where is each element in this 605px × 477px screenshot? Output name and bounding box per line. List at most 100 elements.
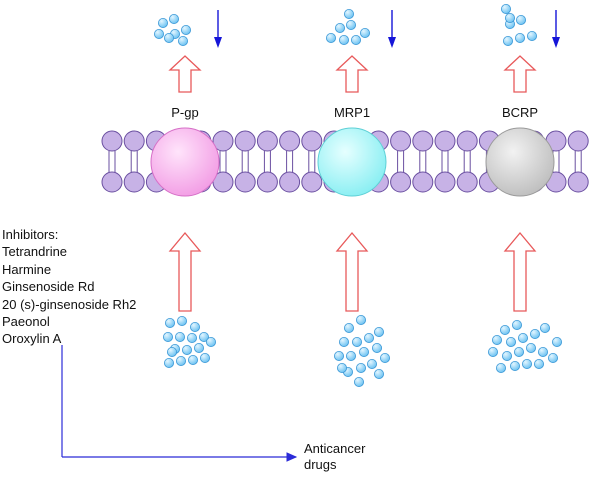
label-mrp1: MRP1 [333, 105, 371, 120]
drug-molecule [338, 336, 349, 347]
drug-molecule [153, 28, 164, 39]
inhibitor-item: Oroxylin A [2, 331, 62, 347]
drug-molecule [193, 342, 204, 353]
drug-molecule [366, 358, 377, 369]
drug-molecule [487, 346, 498, 357]
lipid-head [456, 171, 478, 193]
drug-molecule [333, 350, 344, 361]
drug-molecule [343, 322, 354, 333]
drug-molecule [502, 36, 513, 47]
drug-molecule [504, 12, 515, 23]
drug-molecule [495, 362, 506, 373]
efflux-arrows [168, 10, 560, 312]
drug-molecule [166, 346, 177, 357]
drug-molecule [168, 13, 179, 24]
lipid-head [279, 130, 301, 152]
down-arrow-head [214, 37, 222, 48]
drug-molecule [538, 346, 549, 357]
lipid-head [279, 171, 301, 193]
down-arrow-head [552, 37, 560, 48]
lipid-head [567, 171, 589, 193]
inhibitor-item: Harmine [2, 261, 52, 277]
drug-molecule [162, 331, 173, 342]
drug-molecule [500, 4, 511, 14]
drug-molecule [501, 350, 512, 361]
drug-molecule [189, 321, 200, 332]
drug-molecule [353, 376, 364, 387]
drug-molecule [199, 352, 210, 363]
drug-molecule [336, 362, 347, 373]
inhibitor-item: Paeonol [2, 314, 50, 330]
drug-molecule [505, 336, 516, 347]
down-arrow-head [388, 37, 396, 48]
efflux-arrow-up-large [168, 231, 202, 312]
drug-molecule [522, 358, 533, 369]
lipid-head [256, 130, 278, 152]
lipid-head [412, 130, 434, 152]
drug-molecule [355, 362, 366, 373]
drug-molecule [350, 35, 361, 46]
drug-molecule [345, 19, 356, 30]
drug-molecule [379, 352, 390, 363]
inhibitor-item: 20 (s)-ginsenoside Rh2 [2, 296, 137, 312]
drug-molecule [514, 346, 525, 357]
drug-molecule [186, 332, 197, 343]
pgp-transporter [150, 127, 220, 197]
drug-molecule [518, 332, 529, 343]
efflux-arrow-up-large [335, 231, 369, 312]
mrp1-transporter [317, 127, 387, 197]
drug-molecule [338, 35, 349, 46]
drug-clusters [153, 4, 563, 387]
drug-molecule [512, 319, 523, 330]
efflux-arrow-up-small [503, 55, 537, 93]
drug-molecule [325, 33, 336, 44]
lipid-head [101, 130, 123, 152]
inhibitor-title: Inhibitors: [2, 227, 59, 242]
drug-molecule [163, 357, 174, 368]
drug-molecule [526, 342, 537, 353]
drug-molecule [355, 314, 366, 325]
drug-molecule [157, 17, 168, 28]
drug-molecule [491, 334, 502, 345]
inhibitor-item: Ginsenoside Rd [2, 279, 95, 295]
lipid-head [123, 171, 145, 193]
efflux-arrow-up-small [168, 55, 202, 93]
drug-molecule [334, 22, 345, 33]
efflux-arrow-up-large [503, 231, 537, 312]
lipid-head [434, 171, 456, 193]
drug-molecule [198, 331, 209, 342]
label-bcrp: BCRP [501, 105, 539, 120]
lipid-head [567, 130, 589, 152]
drug-molecule [205, 336, 216, 347]
inhibitor-item: Tetrandrine [2, 244, 68, 260]
drug-molecule [345, 350, 356, 361]
drug-molecule [163, 33, 174, 44]
label-pgp: P-gp [171, 105, 199, 120]
lipid-head [256, 171, 278, 193]
drug-molecule [174, 331, 185, 342]
drug-molecule [552, 336, 563, 347]
efflux-arrow-up-small [335, 55, 369, 93]
lipid-head [390, 171, 412, 193]
lipid-head [101, 171, 123, 193]
drug-molecule [373, 368, 384, 379]
drug-molecule [499, 324, 510, 335]
drug-molecule [359, 27, 370, 38]
drug-molecule [176, 315, 187, 326]
drug-molecule [164, 317, 175, 328]
drug-molecule [516, 14, 527, 25]
drug-molecule [343, 8, 354, 19]
drug-molecule [351, 336, 362, 347]
drug-molecule [177, 36, 188, 47]
lipid-head [412, 171, 434, 193]
drug-molecule [363, 332, 374, 343]
target-label-line2: drugs [304, 457, 337, 472]
lipid-head [301, 171, 323, 193]
lipid-head [234, 130, 256, 152]
lipid-head [434, 130, 456, 152]
drug-molecule [181, 344, 192, 355]
lipid-head [123, 130, 145, 152]
drug-molecule [358, 346, 369, 357]
drug-molecule [534, 358, 545, 369]
